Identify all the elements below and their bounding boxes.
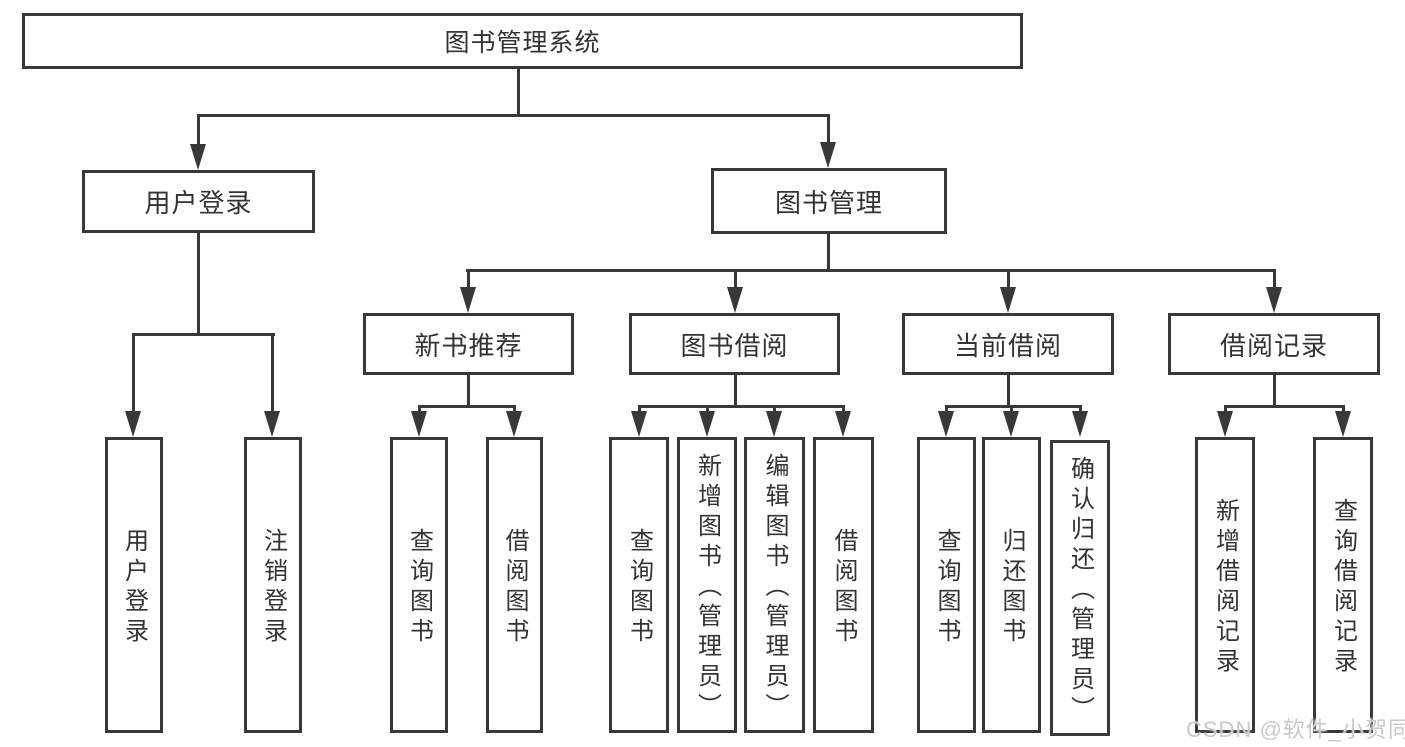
connector-hline: [1224, 405, 1344, 408]
leaf-confirm-return-admin: 确认归还（管理员）: [1050, 440, 1110, 736]
connector-hline: [197, 114, 830, 117]
arrowhead: [125, 411, 141, 437]
connector-vline: [842, 405, 845, 415]
connector-vline: [734, 269, 737, 289]
leaf-borrow-books-recommend: 借阅图书: [486, 437, 543, 733]
connector-vline: [1079, 405, 1082, 415]
connector-hline: [638, 405, 845, 408]
connector-vline: [1342, 405, 1345, 415]
node-book-management: 图书管理: [711, 168, 947, 234]
connector-vline: [734, 375, 737, 407]
connector-vline: [418, 405, 421, 415]
arrowhead: [1335, 411, 1351, 437]
leaf-query-books-current: 查询图书: [917, 437, 976, 733]
connector-vline: [271, 333, 274, 412]
arrowhead: [1003, 411, 1019, 437]
connector-vline: [197, 233, 200, 335]
leaf-query-books-recommend: 查询图书: [390, 437, 448, 733]
leaf-query-books-borrowing: 查询图书: [609, 437, 669, 733]
connector-vline: [467, 269, 470, 289]
connector-hline: [466, 269, 1275, 272]
node-user-login: 用户登录: [82, 170, 315, 233]
arrowhead: [631, 411, 647, 437]
arrowhead: [766, 411, 782, 437]
connector-vline: [1224, 405, 1227, 415]
connector-vline: [638, 405, 641, 415]
leaf-edit-books-admin: 编辑图书（管理员）: [744, 437, 805, 733]
arrowhead: [411, 411, 427, 437]
leaf-add-borrow-record: 新增借阅记录: [1195, 437, 1255, 733]
leaf-user-login: 用户登录: [105, 437, 163, 733]
connector-vline: [773, 405, 776, 415]
connector-vline: [827, 234, 830, 271]
connector-vline: [132, 333, 135, 412]
leaf-borrow-books: 借阅图书: [813, 437, 874, 733]
node-new-book-recommend: 新书推荐: [363, 313, 574, 375]
connector-hline: [945, 405, 1082, 408]
arrowhead: [820, 142, 836, 168]
arrowhead: [699, 411, 715, 437]
connector-vline: [1273, 375, 1276, 407]
leaf-logout: 注销登录: [244, 437, 302, 733]
node-book-borrowing: 图书借阅: [629, 313, 840, 375]
connector-vline: [467, 375, 470, 407]
arrowhead: [506, 411, 522, 437]
connector-vline: [1007, 375, 1010, 407]
connector-vline: [945, 405, 948, 415]
arrowhead: [835, 411, 851, 437]
connector-vline: [706, 405, 709, 415]
leaf-query-borrow-record: 查询借阅记录: [1313, 437, 1373, 733]
arrowhead: [1000, 287, 1016, 313]
connector-vline: [1273, 269, 1276, 289]
arrowhead: [1266, 287, 1282, 313]
connector-vline: [1007, 269, 1010, 289]
arrowhead: [190, 144, 206, 170]
node-root-system: 图书管理系统: [22, 13, 1023, 69]
leaf-add-books-admin: 新增图书（管理员）: [677, 437, 737, 733]
connector-vline: [1010, 405, 1013, 415]
arrowhead: [1217, 411, 1233, 437]
arrowhead: [460, 287, 476, 313]
connector-vline: [517, 68, 520, 116]
arrowhead: [938, 411, 954, 437]
connector-vline: [197, 114, 200, 146]
connector-hline: [418, 405, 516, 408]
connector-vline: [827, 114, 830, 144]
connector-hline: [132, 333, 275, 336]
arrowhead: [1072, 411, 1088, 437]
arrowhead: [264, 411, 280, 437]
node-current-borrowing: 当前借阅: [902, 313, 1114, 375]
leaf-return-books: 归还图书: [982, 437, 1041, 733]
node-borrowing-records: 借阅记录: [1168, 313, 1380, 375]
connector-vline: [513, 405, 516, 415]
watermark-text: CSDN @软件_小贺同学: [1186, 717, 1405, 742]
arrowhead: [727, 287, 743, 313]
